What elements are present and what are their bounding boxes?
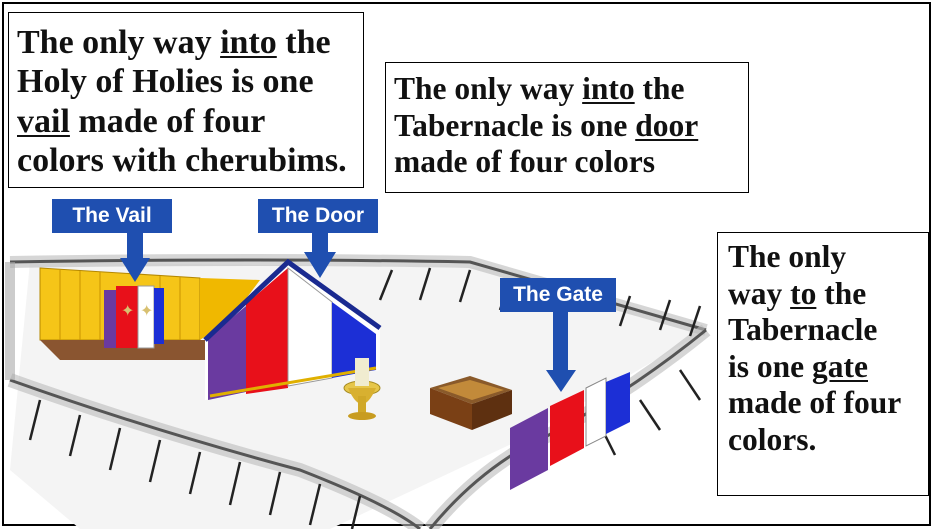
vail-description-box: The only way into the Holy of Holies is … xyxy=(8,12,364,188)
arrow-down-vail xyxy=(120,233,150,282)
arrow-down-door xyxy=(304,233,336,278)
label-the-vail: The Vail xyxy=(52,199,172,233)
courtyard-fence xyxy=(5,254,711,529)
gate-description-box: The only way to the Tabernacle is one ga… xyxy=(717,232,929,496)
door-description-box: The only way into the Tabernacle is one … xyxy=(385,62,749,193)
bronze-laver xyxy=(343,358,381,420)
holy-of-holies-tent: ✦ ✦ xyxy=(39,267,260,360)
gate-curtains xyxy=(510,372,630,490)
label-the-gate: The Gate xyxy=(500,278,616,312)
label-the-door: The Door xyxy=(258,199,378,233)
svg-text:✦: ✦ xyxy=(140,303,153,320)
arrow-down-gate xyxy=(546,312,576,392)
svg-text:✦: ✦ xyxy=(121,303,134,320)
bronze-altar xyxy=(430,376,512,430)
